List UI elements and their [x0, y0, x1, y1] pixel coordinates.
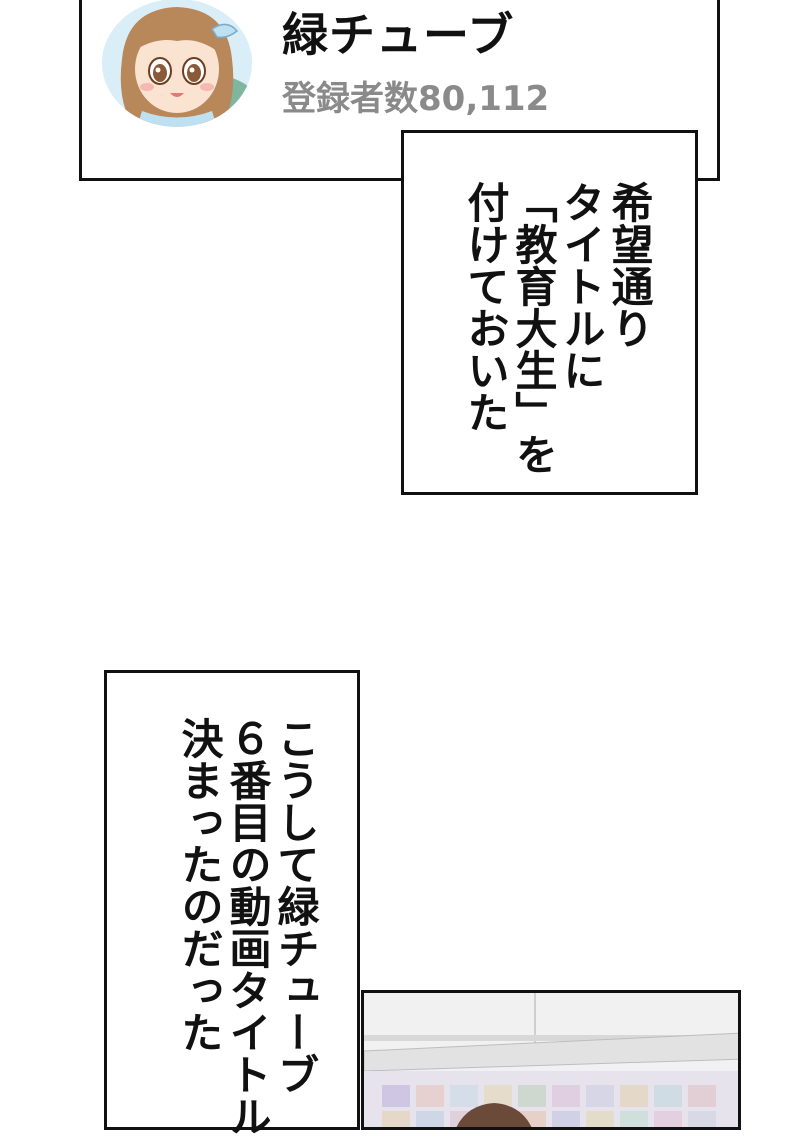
caption-box-conclusion: こうして緑チューブ ６番目の動画タイトル 決まったのだった	[104, 670, 360, 1137]
subscriber-count: 登録者数80,112	[282, 79, 550, 119]
caption-line: こうして緑チューブ	[271, 717, 320, 1095]
caption-text: 希望通り タイトルに 「教育大生」を 付けておいた	[461, 181, 654, 475]
room-scene-panel	[361, 990, 741, 1130]
room-scene-illustration	[364, 993, 738, 1127]
channel-avatar[interactable]	[102, 0, 252, 127]
caption-line: 付けておいた	[461, 181, 510, 433]
caption-text: こうして緑チューブ ６番目の動画タイトル 決まったのだった	[175, 717, 320, 1137]
caption-line: ６番目の動画タイトル	[223, 717, 272, 1137]
caption-line: タイトルに	[557, 181, 606, 391]
caption-line: 決まったのだった	[175, 717, 224, 1053]
channel-name[interactable]: 緑チューブ	[282, 8, 515, 62]
caption-box-title-note: 希望通り タイトルに 「教育大生」を 付けておいた	[401, 130, 698, 495]
caption-line: 希望通り	[605, 181, 654, 349]
channel-card-panel: 緑チューブ 登録者数80,112	[79, 0, 720, 181]
caption-line: 「教育大生」を	[509, 181, 558, 475]
avatar-illustration	[102, 0, 252, 127]
